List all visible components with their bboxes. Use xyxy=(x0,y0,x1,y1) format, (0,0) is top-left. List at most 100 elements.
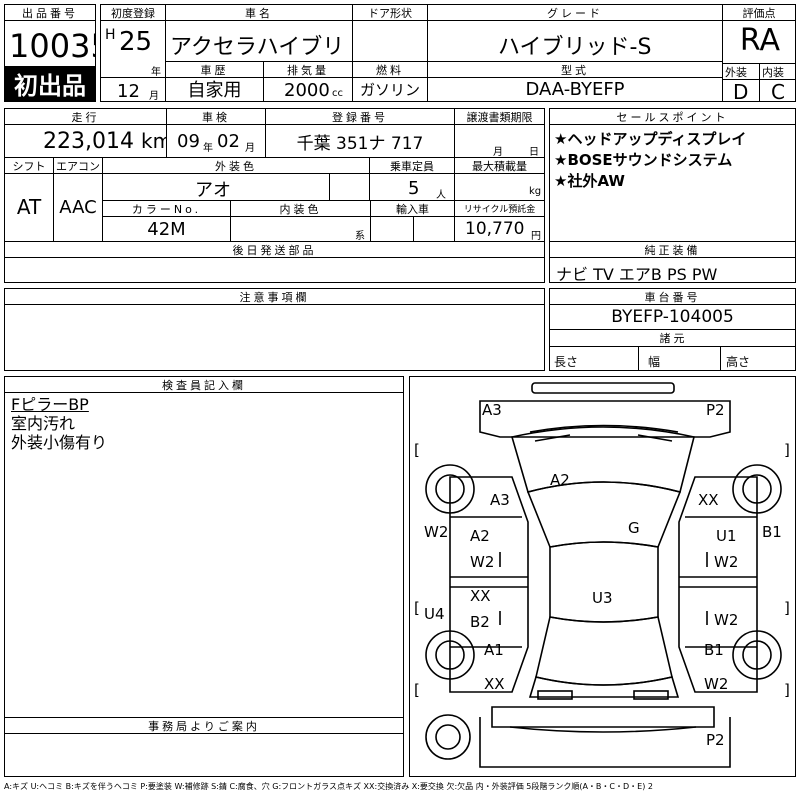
inspection-month: 02 xyxy=(217,131,240,152)
later-parts-box: 後日発送部品 xyxy=(4,241,545,283)
aircon-value: AAC xyxy=(59,196,97,218)
chassis-box: 車台番号 BYEFP-104005 諸元 長さ 幅 高さ xyxy=(549,288,796,371)
damage-mark: A3 xyxy=(490,491,510,509)
ext-rating-value: D xyxy=(733,80,749,102)
history-label: 車歴 xyxy=(166,62,263,78)
damage-mark: XX xyxy=(470,587,491,605)
first-reg-year-unit: 年 xyxy=(151,67,161,78)
spec-width: 幅 xyxy=(648,355,661,369)
mileage-label: 走行 xyxy=(5,109,166,125)
damage-mark: B1 xyxy=(762,523,782,541)
aircon-label: エアコン xyxy=(54,159,102,174)
displacement-box: 排気量 2000 cc xyxy=(263,61,353,102)
max-load-label: 最大積載量 xyxy=(455,158,544,174)
equipment-label: 純正装備 xyxy=(550,242,795,258)
damage-mark: W2 xyxy=(424,523,449,541)
capacity-unit: 人 xyxy=(436,190,446,201)
car-name-value: アクセラハイブリッド xyxy=(170,35,345,60)
grade-value: ハイブリッド-S xyxy=(498,35,652,60)
damage-diagram: [ ] [ ] [ ] A3 P2 A2 A3 XX W2 A2 W2 G U1… xyxy=(409,376,796,777)
grade-label: グレード xyxy=(428,5,722,21)
damage-mark: XX xyxy=(698,491,719,509)
max-load-box: 最大積載量 kg xyxy=(454,157,545,201)
mileage-box: 走行 223,014 km xyxy=(4,108,167,158)
sales-point-item: ★BOSEサウンドシステム xyxy=(554,151,733,169)
displacement-value: 2000 xyxy=(284,80,330,101)
diagram-bracket-right: ] xyxy=(784,681,790,699)
shift-label: シフト xyxy=(5,158,53,174)
chassis-label: 車台番号 xyxy=(550,289,795,305)
damage-mark: G xyxy=(628,519,640,537)
damage-mark: B1 xyxy=(704,641,724,659)
mileage-unit: km xyxy=(141,129,166,153)
lot-label: 出品番号 xyxy=(5,5,95,21)
history-value: 自家用 xyxy=(187,80,242,101)
diagram-bracket-right: ] xyxy=(784,441,790,459)
car-name-box: 車名 アクセラハイブリッド xyxy=(165,4,353,62)
transfer-month-unit: 月 xyxy=(493,147,503,158)
damage-mark: W2 xyxy=(470,553,495,571)
inspector-label: 検査員記入欄 xyxy=(5,377,403,393)
inspection-box: 車検 09 年 02 月 xyxy=(166,108,266,158)
registration-value: 千葉 351ナ 717 xyxy=(296,133,424,154)
sales-point-item: ★ヘッドアップディスプレイ xyxy=(554,130,747,148)
spec-label: 諸元 xyxy=(659,332,688,345)
spec-length: 長さ xyxy=(554,355,579,369)
registration-label: 登録番号 xyxy=(266,109,454,125)
damage-mark: U1 xyxy=(716,527,737,545)
caution-label: 注意事項欄 xyxy=(5,289,544,305)
displacement-unit: cc xyxy=(332,88,343,99)
recycle-box: リサイクル預託金 10,770 円 xyxy=(454,200,545,242)
diagram-bracket-left: [ xyxy=(414,599,420,617)
diagram-bracket-right: ] xyxy=(784,599,790,617)
first-reg-era: H xyxy=(105,27,116,43)
damage-mark: B2 xyxy=(470,613,490,631)
int-color-unit: 系 xyxy=(355,231,365,242)
import-box: 輸入車 xyxy=(370,200,455,242)
int-color-label: 内装色 xyxy=(231,201,370,217)
recycle-label: リサイクル預託金 xyxy=(455,201,544,217)
color-no-box: カラーNo. 42M xyxy=(102,200,231,242)
capacity-box: 乗車定員 5 人 xyxy=(369,157,455,201)
damage-mark: W2 xyxy=(714,611,739,629)
sales-point-item: ★社外AW xyxy=(554,172,625,190)
fuel-label: 燃料 xyxy=(353,62,427,78)
legend-text: A:キズ U:ヘコミ B:キズを伴うヘコミ P:要塗装 W:補修跡 S:錆 C:… xyxy=(4,782,653,791)
aircon-box: エアコン AAC xyxy=(53,157,103,242)
office-label: 事務局よりご案内 xyxy=(5,718,403,734)
car-name-label: 車名 xyxy=(166,5,352,21)
recycle-unit: 円 xyxy=(531,231,541,242)
first-reg-year: 25 xyxy=(119,27,153,57)
transfer-box: 譲渡書類期限 月 日 xyxy=(454,108,545,158)
displacement-label: 排気量 xyxy=(264,62,352,78)
shift-box: シフト AT xyxy=(4,157,54,242)
int-rating-value: C xyxy=(771,80,785,102)
damage-mark: XX xyxy=(484,675,505,693)
color-no-label: カラーNo. xyxy=(103,201,230,217)
inspector-note-line: 室内汚れ xyxy=(11,414,76,433)
inspector-notes: FピラーBP 室内汚れ 外装小傷有り xyxy=(11,395,107,452)
mileage-value: 223,014 xyxy=(43,129,134,154)
lot-number: 10035 xyxy=(9,27,95,65)
first-registration-box: 初度登録 H 25 年 12 月 xyxy=(100,4,166,102)
ext-color-label: 外装色 xyxy=(103,158,369,174)
diagram-bracket-left: [ xyxy=(414,441,420,459)
color-no-value: 42M xyxy=(147,218,186,240)
chassis-value: BYEFP-104005 xyxy=(611,307,734,327)
first-listing-badge: 初出品 xyxy=(5,66,95,101)
diagram-bracket-left: [ xyxy=(414,681,420,699)
history-box: 車歴 自家用 xyxy=(165,61,264,102)
damage-mark: P2 xyxy=(706,401,725,419)
rating-box: 評価点 RA 外装 内装 D C xyxy=(722,4,796,102)
shift-value: AT xyxy=(16,195,42,219)
sales-points-label: セールスポイント xyxy=(550,109,795,125)
lot-box: 出品番号 10035 xyxy=(4,4,96,102)
capacity-value: 5 xyxy=(408,178,420,199)
registration-box: 登録番号 千葉 351ナ 717 xyxy=(265,108,455,158)
first-reg-month: 12 xyxy=(117,81,140,102)
office-box: 事務局よりご案内 xyxy=(4,717,404,777)
damage-mark: U3 xyxy=(592,589,613,607)
ext-rating-label: 外装 xyxy=(725,66,747,79)
import-label: 輸入車 xyxy=(371,201,454,217)
sales-points-box: セールスポイント ★ヘッドアップディスプレイ ★BOSEサウンドシステム ★社外… xyxy=(549,108,796,242)
